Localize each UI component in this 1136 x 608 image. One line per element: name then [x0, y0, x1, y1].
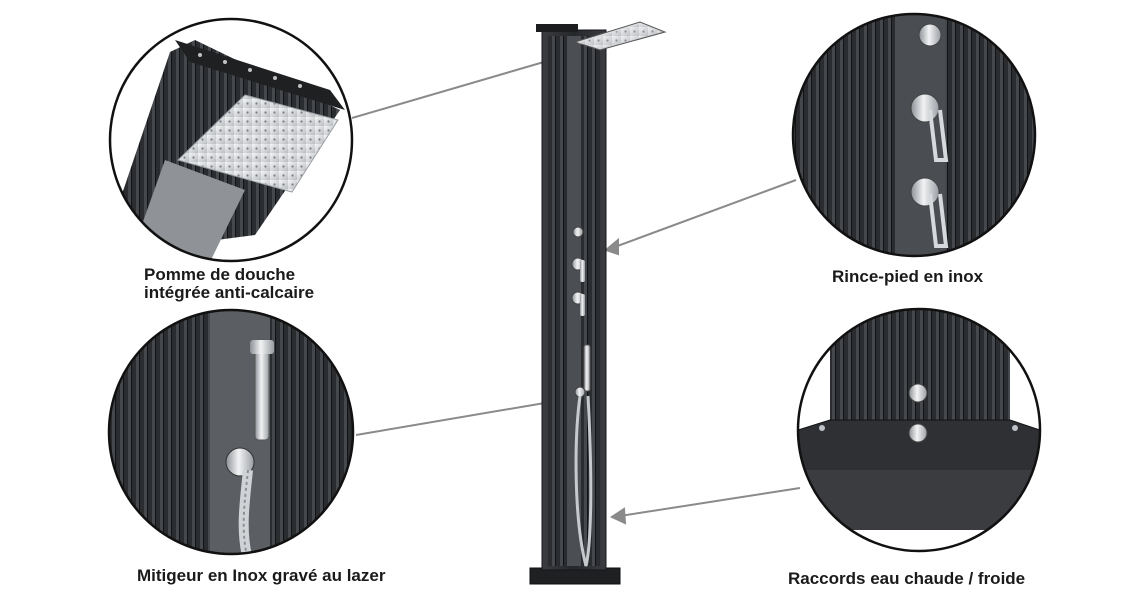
detail-shower-head: [108, 17, 354, 263]
caption-connections: Raccords eau chaude / froide: [788, 569, 1026, 588]
caption-shower-head-line2: intégrée anti-calcaire: [144, 283, 315, 302]
caption-shower-head: Pomme de douche intégrée anti-calcaire: [144, 266, 314, 302]
caption-mixer: Mitigeur en Inox gravé au lazer: [137, 566, 386, 585]
detail-mixer: [107, 308, 355, 556]
caption-shower-head-line1: Pomme de douche: [144, 265, 296, 284]
caption-foot-rinse: Rince-pied en inox: [832, 267, 984, 286]
detail-connections: [796, 307, 1042, 553]
detail-foot-rinse: [791, 12, 1037, 258]
shower-column: [529, 21, 667, 585]
